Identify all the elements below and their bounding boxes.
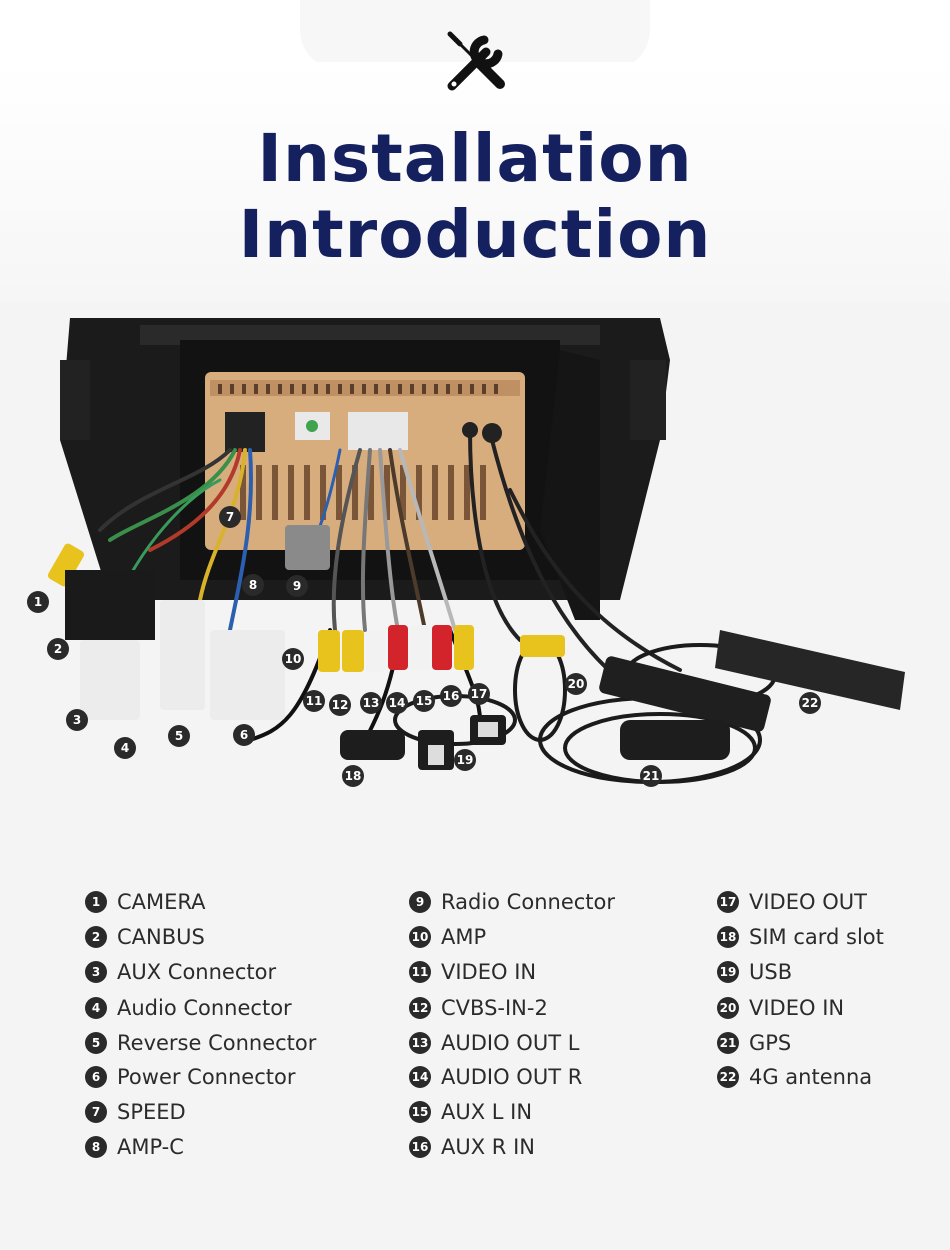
legend-item: 22 4G antenna	[717, 1063, 872, 1091]
callout-16: 16	[440, 685, 462, 707]
legend-item: 17 VIDEO OUT	[717, 888, 867, 916]
legend-number: 20	[717, 997, 739, 1019]
legend-item: 2 CANBUS	[85, 923, 205, 951]
legend-label: GPS	[749, 1031, 792, 1055]
legend-label: AUDIO OUT R	[441, 1065, 583, 1089]
legend-number: 2	[85, 926, 107, 948]
legend-number: 16	[409, 1136, 431, 1158]
callout-8: 8	[242, 574, 264, 596]
callout-22: 22	[799, 692, 821, 714]
legend-label: VIDEO OUT	[749, 890, 867, 914]
legend-item: 20 VIDEO IN	[717, 994, 844, 1022]
legend-label: AUX L IN	[441, 1100, 533, 1124]
callout-5: 5	[168, 725, 190, 747]
legend-item: 16 AUX R IN	[409, 1133, 535, 1161]
callout-15: 15	[413, 690, 435, 712]
legend-item: 7 SPEED	[85, 1098, 186, 1126]
legend-item: 4 Audio Connector	[85, 994, 292, 1022]
legend-item: 18 SIM card slot	[717, 923, 884, 951]
legend-number: 8	[85, 1136, 107, 1158]
callout-19: 19	[454, 749, 476, 771]
legend-item: 3 AUX Connector	[85, 958, 276, 986]
legend-number: 17	[717, 891, 739, 913]
legend-number: 18	[717, 926, 739, 948]
legend-number: 4	[85, 997, 107, 1019]
legend-item: 19 USB	[717, 958, 792, 986]
legend-number: 3	[85, 961, 107, 983]
callout-2: 2	[47, 638, 69, 660]
legend-item: 9 Radio Connector	[409, 888, 615, 916]
callout-18: 18	[342, 765, 364, 787]
legend-label: AUX Connector	[117, 960, 277, 984]
legend-number: 6	[85, 1066, 107, 1088]
callout-10: 10	[282, 648, 304, 670]
legend-number: 21	[717, 1032, 739, 1054]
legend-item: 14 AUDIO OUT R	[409, 1063, 582, 1091]
legend-item: 12 CVBS-IN-2	[409, 994, 548, 1022]
legend-item: 11 VIDEO IN	[409, 958, 536, 986]
legend-number: 7	[85, 1101, 107, 1123]
legend-item: 13 AUDIO OUT L	[409, 1029, 579, 1057]
legend-label: SIM card slot	[749, 925, 884, 949]
legend-item: 21 GPS	[717, 1029, 791, 1057]
legend-number: 14	[409, 1066, 431, 1088]
legend-item: 1 CAMERA	[85, 888, 206, 916]
page-title-line-2: Introduction	[238, 196, 712, 273]
legend-label: VIDEO IN	[749, 996, 845, 1020]
callout-20: 20	[565, 673, 587, 695]
legend-label: 4G antenna	[749, 1065, 873, 1089]
legend-label: Radio Connector	[441, 890, 615, 914]
callout-21: 21	[640, 765, 662, 787]
legend-label: Reverse Connector	[117, 1031, 317, 1055]
page-title-line-1: Installation	[257, 120, 693, 197]
legend-label: Power Connector	[117, 1065, 296, 1089]
legend-number: 10	[409, 926, 431, 948]
legend-number: 11	[409, 961, 431, 983]
legend-label: CANBUS	[117, 925, 205, 949]
legend-label: SPEED	[117, 1100, 186, 1124]
legend-item: 5 Reverse Connector	[85, 1029, 316, 1057]
product-image	[0, 300, 950, 820]
callout-7: 7	[219, 506, 241, 528]
legend-number: 5	[85, 1032, 107, 1054]
legend-number: 13	[409, 1032, 431, 1054]
legend-item: 6 Power Connector	[85, 1063, 295, 1091]
legend-label: CVBS-IN-2	[441, 996, 548, 1020]
legend-item: 8 AMP-C	[85, 1133, 184, 1161]
legend-number: 9	[409, 891, 431, 913]
legend-item: 10 AMP	[409, 923, 486, 951]
callout-1: 1	[27, 591, 49, 613]
legend-number: 15	[409, 1101, 431, 1123]
wrench-screwdriver-icon	[447, 31, 505, 91]
legend-number: 12	[409, 997, 431, 1019]
callout-4: 4	[114, 737, 136, 759]
legend-label: AUX R IN	[441, 1135, 535, 1159]
header-background	[0, 62, 950, 302]
callout-6: 6	[233, 724, 255, 746]
legend-label: CAMERA	[117, 890, 206, 914]
callout-14: 14	[386, 692, 408, 714]
callout-3: 3	[66, 709, 88, 731]
callout-9: 9	[286, 575, 308, 597]
callout-17: 17	[468, 683, 490, 705]
callout-11: 11	[303, 690, 325, 712]
legend-label: AMP	[441, 925, 487, 949]
legend-number: 22	[717, 1066, 739, 1088]
legend-number: 19	[717, 961, 739, 983]
callout-13: 13	[360, 692, 382, 714]
legend-item: 15 AUX L IN	[409, 1098, 532, 1126]
legend-number: 1	[85, 891, 107, 913]
legend-label: Audio Connector	[117, 996, 292, 1020]
callout-12: 12	[329, 694, 351, 716]
legend-label: USB	[749, 960, 793, 984]
legend-label: AUDIO OUT L	[441, 1031, 580, 1055]
legend-label: AMP-C	[117, 1135, 184, 1159]
legend-label: VIDEO IN	[441, 960, 537, 984]
